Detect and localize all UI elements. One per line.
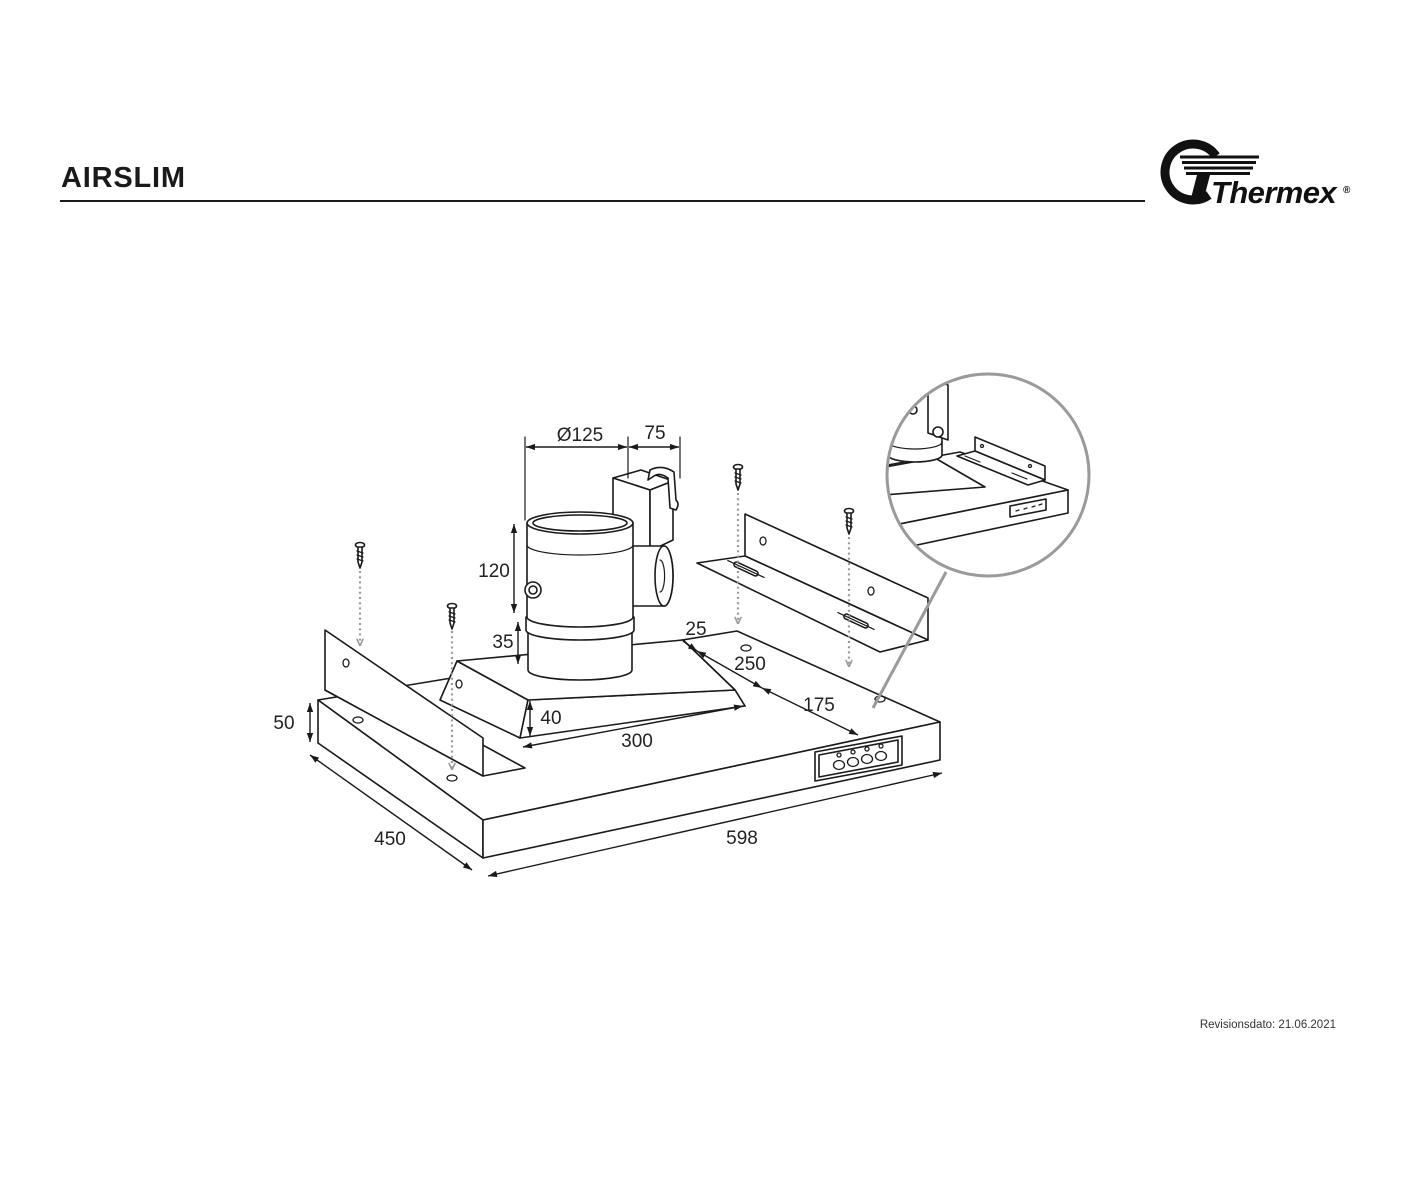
motor-box-side — [649, 480, 674, 552]
detail-control-panel — [1009, 498, 1047, 518]
mounting-hole — [352, 716, 364, 724]
duct-rim-edge — [526, 544, 634, 556]
dim-label-motor-offset: 75 — [644, 423, 665, 444]
control-knob — [846, 756, 860, 768]
dim-label-rear-offset: 25 — [685, 619, 706, 640]
dim-label-body-depth: 450 — [374, 829, 406, 850]
dim-label-collar-height: 35 — [492, 632, 513, 653]
screw — [843, 507, 855, 535]
dim-label-body-width: 598 — [726, 828, 758, 849]
dim-label-duct-diameter: Ø125 — [557, 425, 603, 446]
duct-opening — [532, 514, 628, 532]
mounting-hole — [446, 774, 458, 782]
damper-pivot-center — [528, 585, 538, 595]
detail-bracket-hole — [979, 443, 985, 449]
duct-upper-section — [526, 522, 634, 628]
right-bracket-slot — [727, 559, 765, 579]
magnifier-leader-line — [871, 571, 948, 709]
dim-label-duct-height: 120 — [478, 561, 510, 582]
dim-line-collar-offset — [696, 650, 763, 689]
dimension-lines — [306, 436, 943, 878]
control-knob — [860, 753, 874, 765]
duct-lower-section — [527, 627, 633, 681]
screw-shank — [846, 512, 852, 535]
dim-line-panel-offset — [761, 687, 859, 736]
motor-unit — [612, 466, 679, 607]
screw-thread — [448, 611, 456, 623]
detail-bracket-slot — [964, 455, 1028, 480]
detail-control-knobs — [1015, 503, 1043, 512]
left-bracket-hole — [342, 658, 350, 668]
screw-shank — [357, 546, 363, 569]
slot-axis — [727, 559, 765, 579]
filter-housing-hole — [455, 679, 463, 689]
screw-guides — [360, 493, 849, 770]
screw — [354, 541, 366, 569]
screw-thread — [734, 472, 742, 484]
left-bracket — [324, 629, 526, 777]
dim-label-collar-offset: 250 — [734, 654, 766, 675]
duct-collar — [524, 511, 635, 681]
logo-stripes — [1180, 155, 1259, 175]
revision-date: Revisionsdato: 21.06.2021 — [1200, 1019, 1336, 1031]
dim-line-body-depth — [309, 754, 473, 871]
control-knob — [832, 759, 846, 771]
screw-shank — [449, 607, 455, 630]
control-panel — [814, 735, 903, 782]
screw-thread — [845, 516, 853, 528]
right-bracket-hole — [867, 586, 875, 596]
indicator-dot — [836, 752, 842, 758]
indicator-dot — [864, 746, 870, 752]
slot-axis — [837, 611, 875, 631]
dim-label-body-height: 50 — [273, 713, 294, 734]
magnifier-ring — [885, 372, 1091, 578]
control-knob — [874, 750, 888, 762]
detail-motor-pivot — [932, 426, 944, 438]
detail-magnifier — [871, 372, 1091, 709]
dim-line-rear-offset — [682, 640, 698, 652]
dim-line-body-width — [487, 771, 943, 878]
detail-bracket-flange — [956, 450, 1046, 486]
thermex-logo: Thermex ® — [1160, 139, 1351, 210]
screw-thread — [356, 550, 364, 562]
indicator-dot — [850, 749, 856, 755]
right-bracket-hole — [759, 536, 767, 546]
screw — [446, 602, 458, 630]
logo-wordmark: Thermex — [1211, 175, 1338, 210]
logo-t-stem — [1190, 175, 1210, 202]
dim-label-filter-height: 40 — [540, 708, 561, 729]
indicator-dot — [878, 743, 884, 749]
screw-shank — [735, 468, 741, 491]
motor-drum-rib — [659, 559, 666, 593]
right-bracket-slot — [837, 611, 875, 631]
dim-label-panel-offset: 175 — [803, 695, 835, 716]
left-bracket-plate — [324, 629, 484, 777]
dimension-labels: Ø125 75 120 35 25 250 175 50 40 300 450 … — [273, 423, 834, 850]
dim-label-filter-width: 300 — [621, 731, 653, 752]
motor-clip — [647, 466, 679, 511]
right-bracket — [696, 513, 929, 653]
mounting-hole — [740, 644, 752, 652]
page-title: AIRSLIM — [61, 162, 186, 194]
logo-registered-mark: ® — [1343, 185, 1351, 196]
detail-bracket-hole — [1027, 463, 1033, 469]
dim-line-filter-width — [522, 704, 744, 749]
screw — [732, 463, 744, 491]
